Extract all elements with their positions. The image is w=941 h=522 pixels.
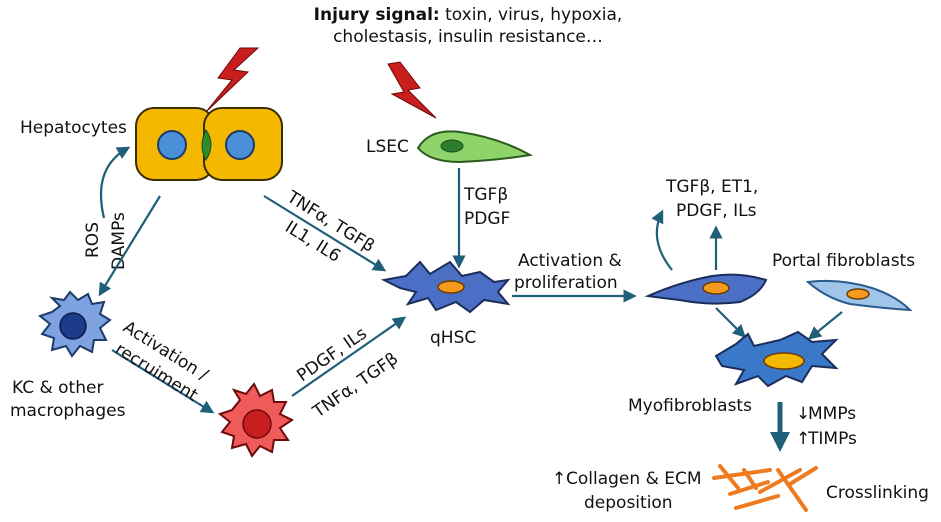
crosslinking-label: Crosslinking [826, 483, 929, 503]
injury-signal-title: Injury signal: toxin, virus, hypoxia, [314, 5, 623, 25]
tgfb-label: TGFβ [463, 185, 508, 205]
activation-proliferation-label-1: Activation & [518, 251, 622, 271]
qhsc-label: qHSC [430, 328, 476, 348]
macrophage-to-qhsc-arrow [291, 316, 407, 397]
ros-arrow [100, 146, 131, 219]
lsec-cell [416, 130, 533, 164]
collagen-label-2: deposition [584, 493, 673, 513]
lightning-bolt-icon [205, 47, 260, 113]
injury-signal-bold: Injury signal: [314, 5, 440, 25]
hepatocytes-label: Hepatocytes [20, 118, 127, 138]
hepatocyte-to-qhsc-arrow [263, 195, 387, 272]
portal-fibroblasts-label: Portal fibroblasts [772, 251, 915, 271]
pdgf-label: PDGF [464, 209, 510, 229]
lightning-bolt-icon [387, 61, 437, 119]
mmps-down-arrow-icon: ↓ [796, 404, 810, 424]
injury-signal-line2: cholestasis, insulin resistance… [333, 27, 603, 47]
timps-up-arrow-icon: ↑ [796, 429, 810, 449]
myofibroblasts-label: Myofibroblasts [628, 396, 752, 416]
portal-fibroblast-cell [805, 279, 913, 312]
hepatocytes-cell [135, 107, 283, 181]
ros-label: ROS [83, 222, 103, 258]
autocrine-loop-arrow [651, 209, 673, 271]
kc-label-line2: macrophages [10, 401, 126, 421]
myofibroblast-cell [714, 330, 839, 388]
portal-to-myofibroblast-arrow [807, 311, 843, 340]
mmps-label: MMPs [808, 404, 856, 424]
kc-label-line1: KC & other [12, 378, 103, 398]
activation-proliferation-label-2: proliferation [514, 273, 618, 293]
collagen-up-arrow-icon: ↑ [552, 469, 566, 489]
collagen-fibers-icon [712, 464, 818, 512]
kc-macrophage-cell [37, 290, 112, 358]
injury-signal-text: toxin, virus, hypoxia, [440, 5, 623, 25]
activated-hsc-cell [644, 273, 768, 305]
hsc-to-myofibroblast-arrow [715, 307, 746, 338]
timps-label: TIMPs [807, 429, 857, 449]
autocrine-label-2: PDGF, ILs [676, 201, 757, 221]
qhsc-cell [380, 260, 511, 314]
recruitment-arrow [111, 349, 215, 414]
autocrine-label-1: TGFβ, ET1, [665, 177, 758, 197]
activated-macrophage-cell [217, 382, 294, 458]
hepatocyte-to-kc-arrow [98, 195, 161, 297]
lsec-label: LSEC [366, 137, 409, 157]
collagen-label-1: Collagen & ECM [566, 469, 702, 489]
